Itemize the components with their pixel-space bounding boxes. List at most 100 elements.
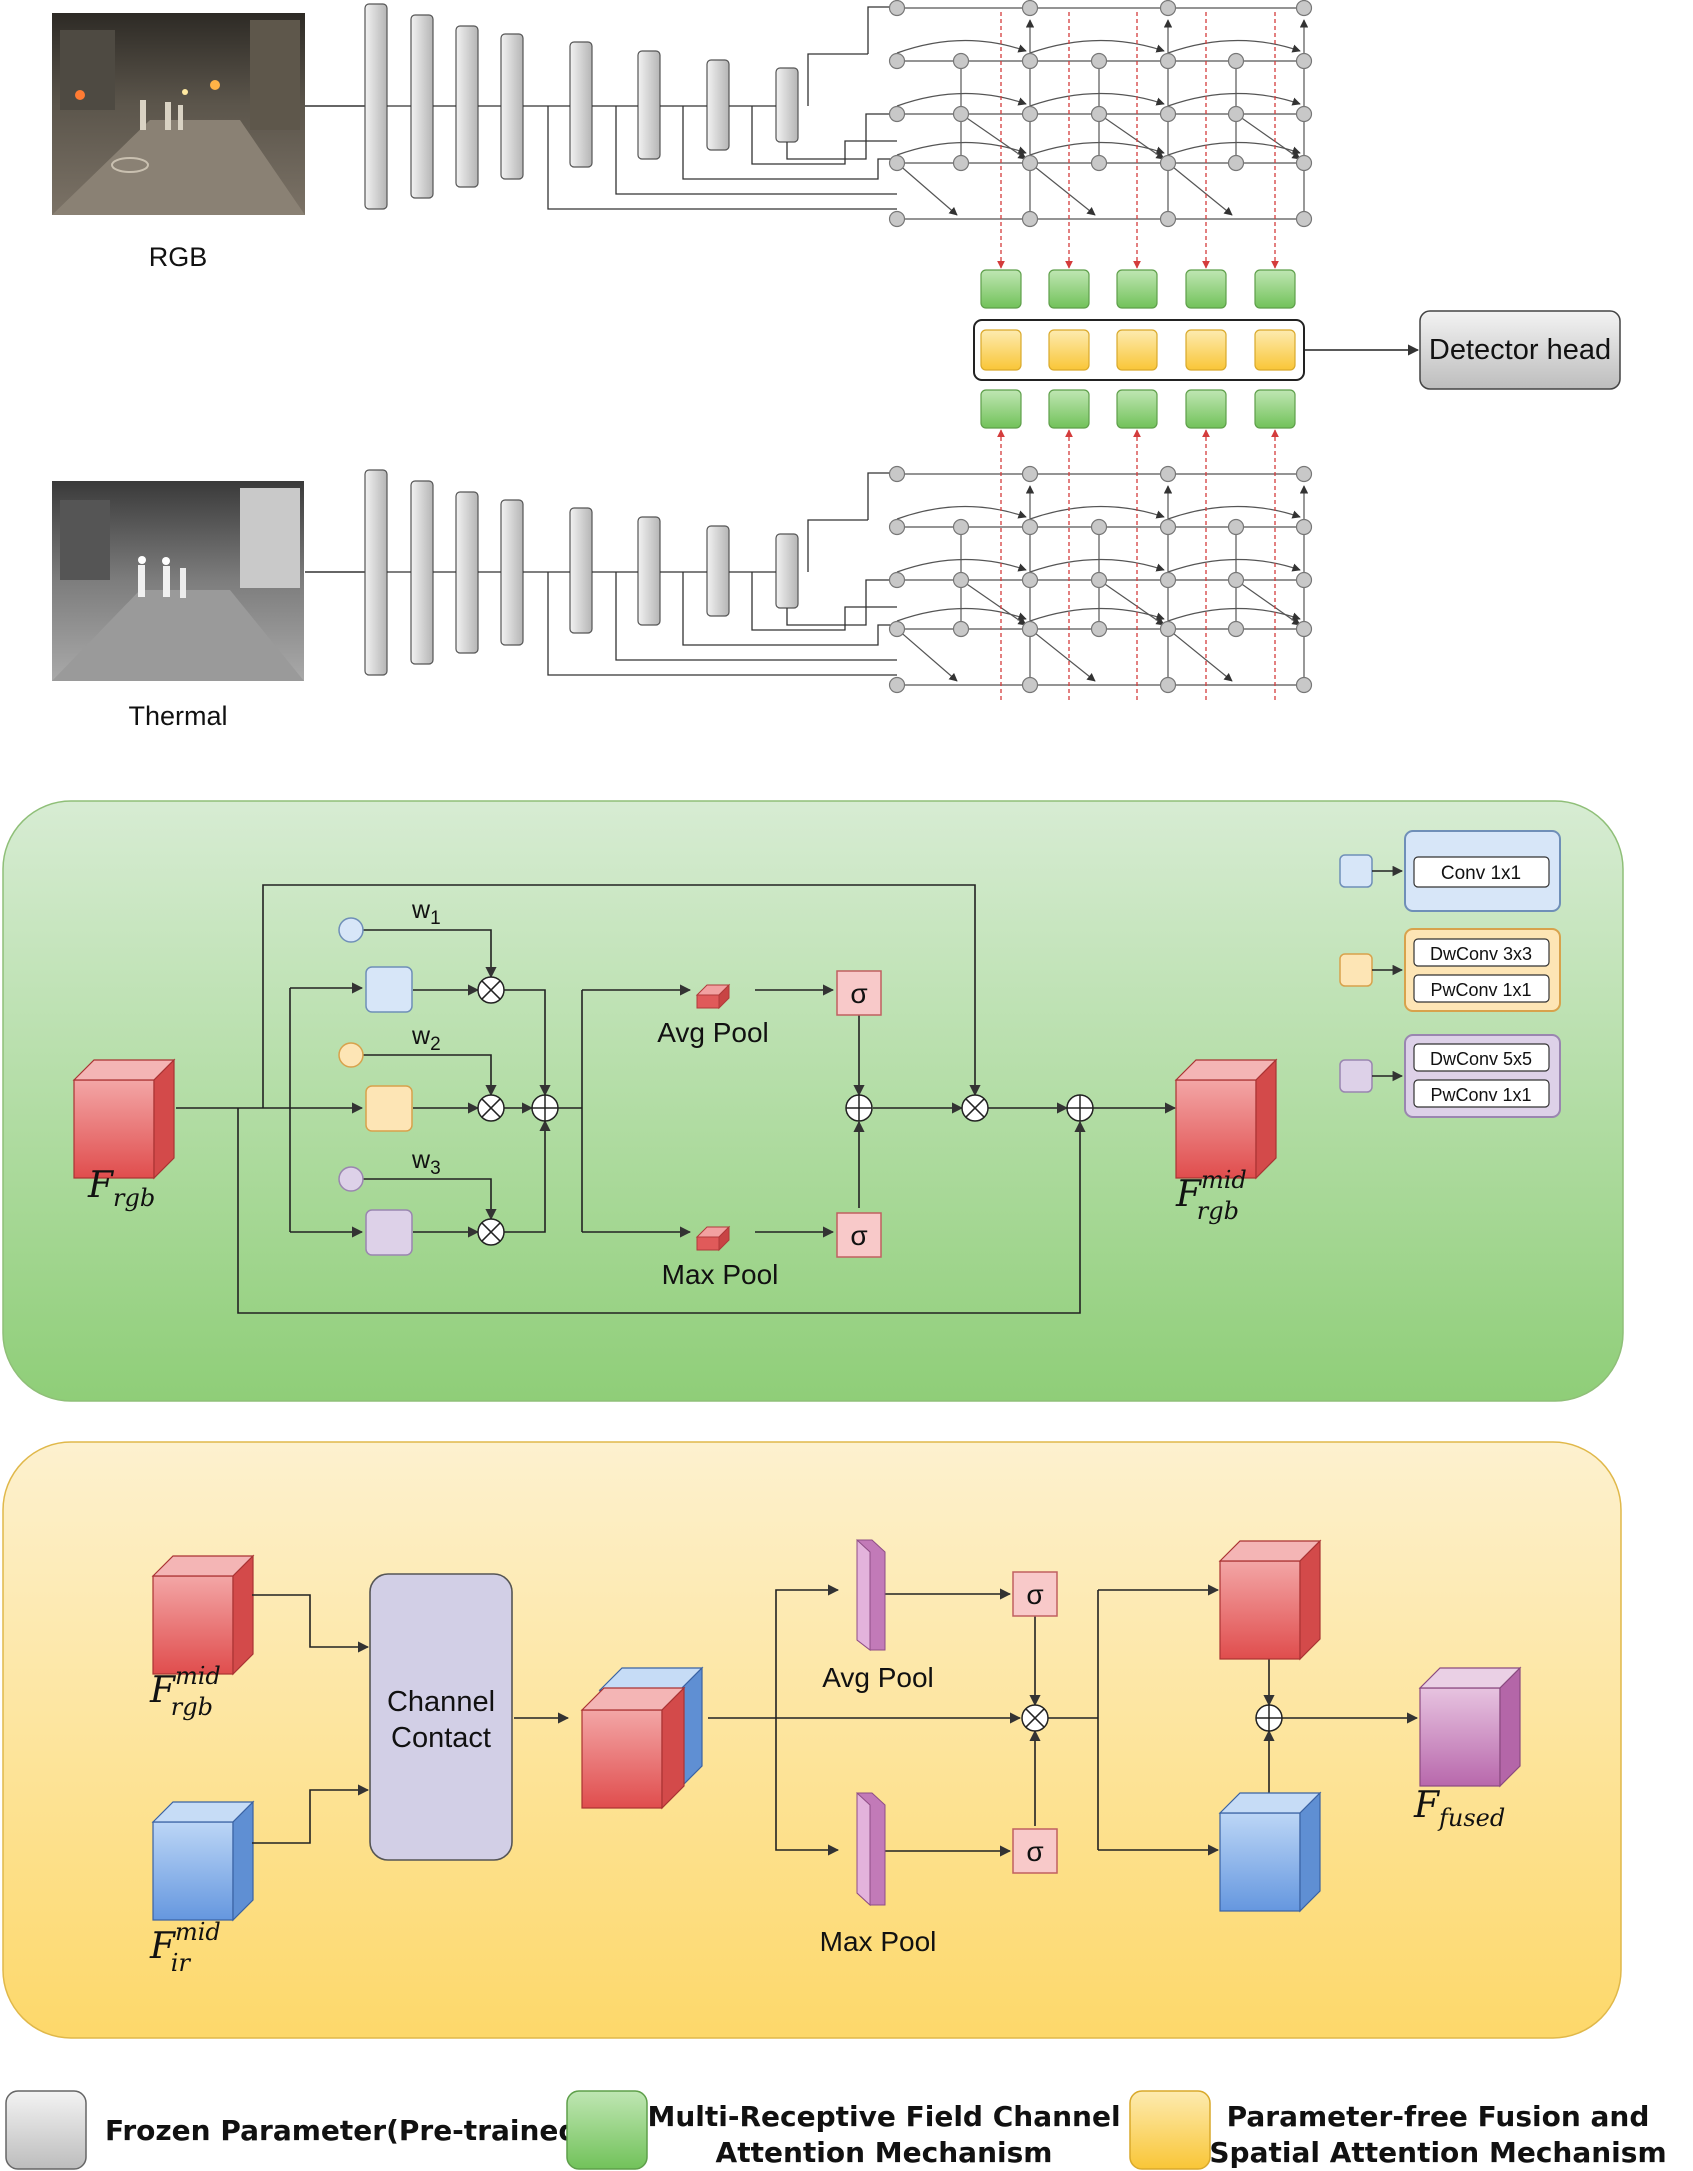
thermal-bifpn-diag-4 <box>1098 579 1165 626</box>
thermal-backbone-wire-8 <box>682 572 897 646</box>
weighted-rgb <box>1218 1539 1322 1661</box>
rgb-bifpn-node-3 <box>1295 0 1313 17</box>
channel-contact-box <box>369 1573 513 1861</box>
thermal-bifpn-node-17 <box>1295 571 1313 589</box>
thermal-bifpn-node-10 <box>1295 518 1313 536</box>
fusion-avg-pool-slab <box>856 1538 886 1652</box>
rgb-backbone-stage-7 <box>775 67 799 143</box>
rgb-bifpn-diag-5 <box>1235 113 1301 160</box>
input-cube-rgb <box>72 1058 176 1180</box>
rgb-bifpn-node-15 <box>1159 105 1177 123</box>
mrfca-avg-pool-label: Avg Pool <box>657 1017 769 1048</box>
thermal-backbone-wire-6 <box>615 572 897 661</box>
legend-frozen-label: Frozen Parameter(Pre-trained) <box>105 2114 591 2147</box>
pfsa-block-4 <box>1254 329 1296 371</box>
in-rgb-cube-side <box>232 1554 254 1676</box>
mrfca-block-top-0 <box>980 269 1022 309</box>
thermal-backbone-stage-7 <box>775 533 799 609</box>
rgb-backbone-stage-2 <box>455 25 479 188</box>
thermal-bifpn-diag-3 <box>960 579 1027 626</box>
weighted-rgb-front <box>1219 1560 1301 1660</box>
thermal-bifpn-diag-2 <box>1167 628 1233 682</box>
rgb-backbone-stage-5 <box>637 50 661 160</box>
mrfca-block-top-3 <box>1185 269 1227 309</box>
sigmoid-label-max: σ <box>850 1220 867 1251</box>
thermal-bifpn-node-9 <box>1227 518 1245 536</box>
mrfca-block-top-4 <box>1254 269 1296 309</box>
rgb-bifpn-node-10 <box>1295 52 1313 70</box>
pfsa-block-3 <box>1185 329 1227 371</box>
key-dwconv5-label: DwConv 5x5 <box>1430 1049 1532 1069</box>
legend-mrfca-line2: Attention Mechanism <box>716 2136 1053 2169</box>
thermal-backbone-stage-0 <box>364 469 388 676</box>
rgb-bifpn-node-2 <box>1159 0 1177 17</box>
fusion-input-cube-rgb <box>151 1554 255 1676</box>
thermal-bifpn-arc-2-0 <box>896 558 1027 573</box>
detector-head-box <box>1419 310 1621 390</box>
rgb-bifpn-node-27 <box>1159 210 1177 228</box>
bifpn-networks <box>888 0 1313 694</box>
sigmoid-label-avg: σ <box>850 978 867 1009</box>
rgb-backbone-stage-4 <box>569 41 593 168</box>
rgb-backbone-wire-4 <box>547 106 897 210</box>
thermal-bifpn-node-3 <box>1295 465 1313 483</box>
rgb-bifpn-node-4 <box>888 52 906 70</box>
rgb-bifpn-node-26 <box>1021 210 1039 228</box>
thermal-bifpn-node-14 <box>1090 571 1108 589</box>
fusion-input-cube-ir <box>151 1800 255 1922</box>
thermal-bifpn-node-12 <box>952 571 970 589</box>
frgb-cube-side <box>153 1058 175 1180</box>
in-ir-cube <box>151 1800 255 1922</box>
rgb-bifpn-node-17 <box>1295 105 1313 123</box>
fusion-operators <box>1021 1704 1283 1732</box>
fusion-sigmoid-box-avg <box>1012 1571 1058 1617</box>
thermal-backbone-stage-4 <box>569 507 593 634</box>
thermal-bifpn-node-20 <box>1021 620 1039 638</box>
weighted-ir-cube <box>1218 1791 1322 1913</box>
thermal-image <box>52 481 304 681</box>
thermal-bifpn-diag-5 <box>1235 579 1301 626</box>
weighted-ir-side <box>1299 1791 1321 1913</box>
fmid-cube-front <box>1175 1079 1257 1179</box>
rgb-backbone-stage-6 <box>706 59 730 151</box>
weight-label-3: w3 <box>411 1146 441 1179</box>
fusion-add <box>1255 1704 1283 1732</box>
thermal-bifpn-arc-1-1 <box>1029 505 1165 520</box>
mrfca-max-pool-label: Max Pool <box>662 1259 779 1290</box>
fusion-max-pool-slab <box>856 1791 886 1907</box>
legend-swatch-pfsa <box>1129 2090 1211 2170</box>
output-cube-rgb-mid <box>1174 1058 1278 1180</box>
thermal-label: Thermal <box>128 701 227 731</box>
rgb-bifpn-node-18 <box>888 154 906 172</box>
thermal-bifpn-node-21 <box>1090 620 1108 638</box>
rgb-backbone <box>305 3 897 210</box>
rgb-bifpn-node-16 <box>1227 105 1245 123</box>
thermal-backbone-stage-2 <box>455 491 479 654</box>
mrfca-wires <box>176 884 1177 1314</box>
rgb-bifpn-diag-1 <box>1029 162 1096 216</box>
mul-attention-d2 <box>965 1098 985 1118</box>
rgb-bifpn-arc-1-1 <box>1029 39 1165 54</box>
rgb-image <box>52 13 305 215</box>
legend-pfsa-line1: Parameter-free Fusion and <box>1227 2100 1650 2133</box>
rgb-bifpn-node-20 <box>1021 154 1039 172</box>
concat-rgb-cube-front <box>581 1709 663 1809</box>
fusion-blocks <box>980 12 1296 700</box>
thermal-bifpn-node-16 <box>1227 571 1245 589</box>
thermal-bifpn-arc-1-0 <box>896 505 1027 520</box>
fmid-cube-side <box>1255 1058 1277 1180</box>
rgb-bifpn-diag-3 <box>960 113 1027 160</box>
weight-label-1: w1 <box>411 896 441 929</box>
thermal-bifpn-node-4 <box>888 518 906 536</box>
rgb-bifpn-arc-2-0 <box>896 92 1027 107</box>
thermal-backbone-stage-6 <box>706 525 730 617</box>
thermal-bifpn-node-23 <box>1227 620 1245 638</box>
rgb-bifpn-node-23 <box>1227 154 1245 172</box>
rgb-bifpn-node-0 <box>888 0 906 17</box>
thermal-bifpn-node-2 <box>1159 465 1177 483</box>
legend-swatch-frozen <box>5 2090 87 2170</box>
fusion-mul-d2 <box>1025 1708 1045 1728</box>
mrfca-operators <box>477 976 1094 1246</box>
fused-front <box>1419 1687 1501 1787</box>
rgb-label: RGB <box>149 242 208 272</box>
